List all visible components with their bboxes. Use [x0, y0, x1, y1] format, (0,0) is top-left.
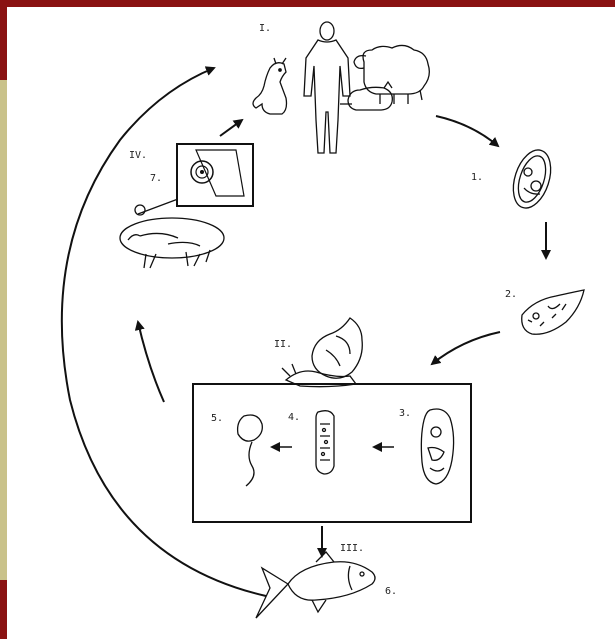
label-sporocyst-num: 3. [399, 408, 411, 419]
arrow-infection-to-host [220, 120, 242, 136]
label-miracidium-num: 2. [505, 289, 517, 300]
redia-figure [316, 411, 334, 474]
arrow-box-to-infection [138, 322, 164, 402]
label-redia-num: 4. [288, 412, 300, 423]
sporocyst-figure [421, 409, 453, 484]
arrow-host-to-egg [436, 116, 498, 146]
cercaria-figure [238, 415, 263, 486]
definitive-hosts [253, 22, 429, 153]
fish-figure [256, 552, 375, 618]
label-metacercaria-num: 7. [150, 173, 162, 184]
miracidium-figure [522, 290, 584, 334]
label-egg-num: 1. [471, 172, 483, 183]
arrow-miracidium-to-snail [432, 332, 500, 364]
metacercaria-inset [177, 144, 253, 206]
label-snail-roman: II. [274, 339, 292, 350]
label-fish-roman: III. [340, 543, 364, 554]
human-figure [304, 22, 350, 153]
dog-figure [253, 58, 287, 114]
snail-figure [282, 318, 362, 387]
label-host-roman: I. [259, 23, 271, 34]
label-infection-roman: IV. [129, 150, 147, 161]
egg-figure [507, 145, 558, 213]
label-fish-num: 6. [385, 586, 397, 597]
label-cercaria-num: 5. [211, 413, 223, 424]
